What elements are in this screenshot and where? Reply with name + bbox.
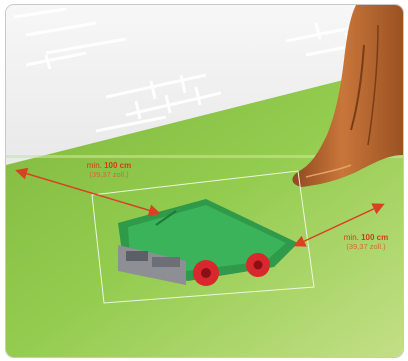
distance-label-left-note: (39,37 zoll.) bbox=[69, 170, 149, 179]
distance-label-left-prefix: min. bbox=[87, 161, 102, 170]
distance-label-right-value: 100 cm bbox=[361, 233, 388, 242]
distance-label-right: min. 100 cm (39,37 zoll.) bbox=[331, 233, 401, 251]
diagram-frame: min. 100 cm (39,37 zoll.) min. 100 cm (3… bbox=[5, 4, 404, 358]
distance-label-right-prefix: min. bbox=[344, 233, 359, 242]
distance-label-left: min. 100 cm (39,37 zoll.) bbox=[69, 161, 149, 179]
distance-label-right-note: (39,37 zoll.) bbox=[331, 242, 401, 251]
distance-label-left-value: 100 cm bbox=[104, 161, 131, 170]
garden-scene bbox=[6, 5, 403, 357]
